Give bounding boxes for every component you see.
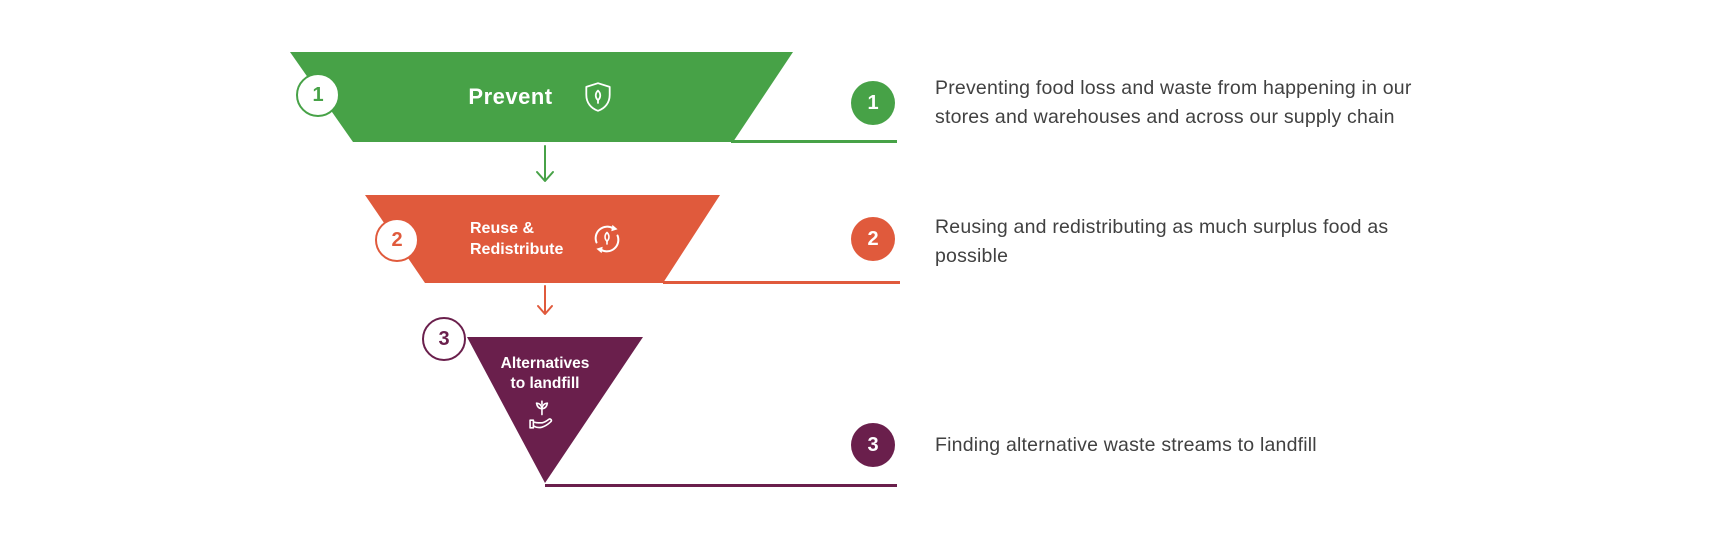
reuse-connector-line <box>663 281 900 284</box>
alternatives-connector-line <box>545 484 897 487</box>
legend-1-badge: 1 <box>851 81 895 125</box>
funnel-step-1-number: 1 <box>312 83 324 106</box>
prevent-connector-line <box>731 140 897 143</box>
funnel-step-3-badge: 3 <box>422 317 466 361</box>
arrow-down-green-icon <box>536 145 554 182</box>
funnel-step-3-number: 3 <box>438 327 450 350</box>
alternatives-label: Alternatives to landfill <box>500 355 590 392</box>
hand-sprout-icon <box>529 400 553 429</box>
shield-leaf-icon <box>585 82 611 112</box>
funnel-level-reuse-redistribute: Reuse & Redistribute <box>365 195 720 283</box>
legend-1-text: Preventing food loss and waste from happ… <box>935 77 1412 128</box>
legend-2-text: Reusing and redistributing as much surpl… <box>935 216 1389 267</box>
legend-3-number: 3 <box>867 433 879 456</box>
legend-1-number: 1 <box>867 91 879 114</box>
recycle-leaf-icon <box>594 224 620 254</box>
prevent-label: Prevent <box>468 84 553 109</box>
reuse-redistribute-label: Reuse & Redistribute <box>470 220 564 258</box>
funnel-step-1-badge: 1 <box>296 73 340 117</box>
funnel-step-2-number: 2 <box>391 228 403 251</box>
legend-2-number: 2 <box>867 227 879 250</box>
funnel-level-alternatives-to-landfill: Alternatives to landfill <box>467 337 643 483</box>
legend-2-badge: 2 <box>851 217 895 261</box>
funnel-step-2-badge: 2 <box>375 218 419 262</box>
arrow-down-orange-icon <box>537 285 553 315</box>
legend-3-badge: 3 <box>851 423 895 467</box>
funnel-level-prevent: Prevent <box>290 52 793 142</box>
legend-3-text: Finding alternative waste streams to lan… <box>935 434 1317 456</box>
